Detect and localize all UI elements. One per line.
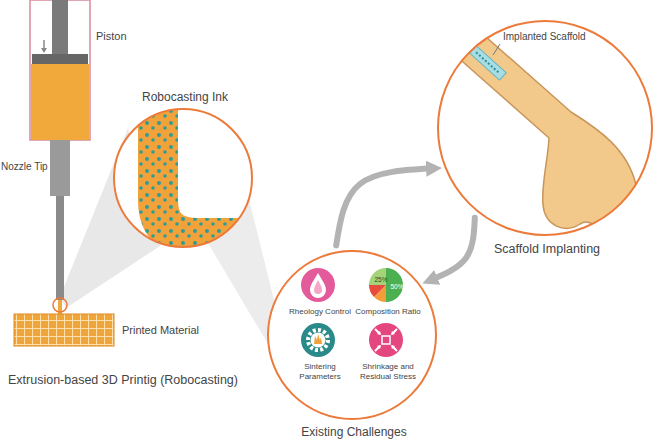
icon-label: Shrinkage and Residual Stress [356, 362, 420, 381]
challenge-icon: Shrinkage and Residual Stress [371, 325, 405, 359]
rheology-icon [301, 268, 335, 302]
challenge-icon: 25%50%Composition Ratio [371, 270, 405, 304]
cycle-arrow [336, 168, 434, 245]
percent-label: 25% [373, 276, 389, 284]
sintering-icon [301, 323, 335, 357]
shrinkage-icon [369, 323, 403, 357]
challenges-circle: Existing ChallengesRheology Control25%50… [267, 250, 437, 420]
cycle-arrow [430, 218, 475, 281]
scaffold-circle: Scaffold Implanting [437, 20, 653, 236]
percent-label: 50% [389, 283, 405, 291]
part-label: Printed Material [122, 324, 199, 336]
challenge-icon: Sintering Parameters [303, 325, 337, 359]
part-label: Nozzle Tip [1, 161, 48, 172]
icon-label: Rheology Control [282, 307, 358, 317]
panel-heading: Robocasting Ink [115, 90, 255, 104]
leader-line [493, 44, 500, 55]
panel-heading: Existing Challenges [269, 425, 439, 439]
part-label: Implanted Scaffold [503, 31, 586, 42]
part-label: Piston [96, 30, 127, 42]
panel-caption: Extrusion-based 3D Printig (Robocasting) [8, 373, 238, 387]
scaffold-band [470, 46, 506, 80]
syringe [14, 0, 114, 346]
icon-label: Sintering Parameters [288, 362, 352, 381]
icon-label: Composition Ratio [348, 307, 428, 317]
challenge-icon: Rheology Control [303, 270, 337, 304]
panel-heading: Scaffold Implanting [462, 242, 632, 257]
femur-bone [448, 20, 637, 230]
zoom-circle: Robocasting Ink [113, 108, 253, 248]
ink-stream [158, 95, 270, 238]
